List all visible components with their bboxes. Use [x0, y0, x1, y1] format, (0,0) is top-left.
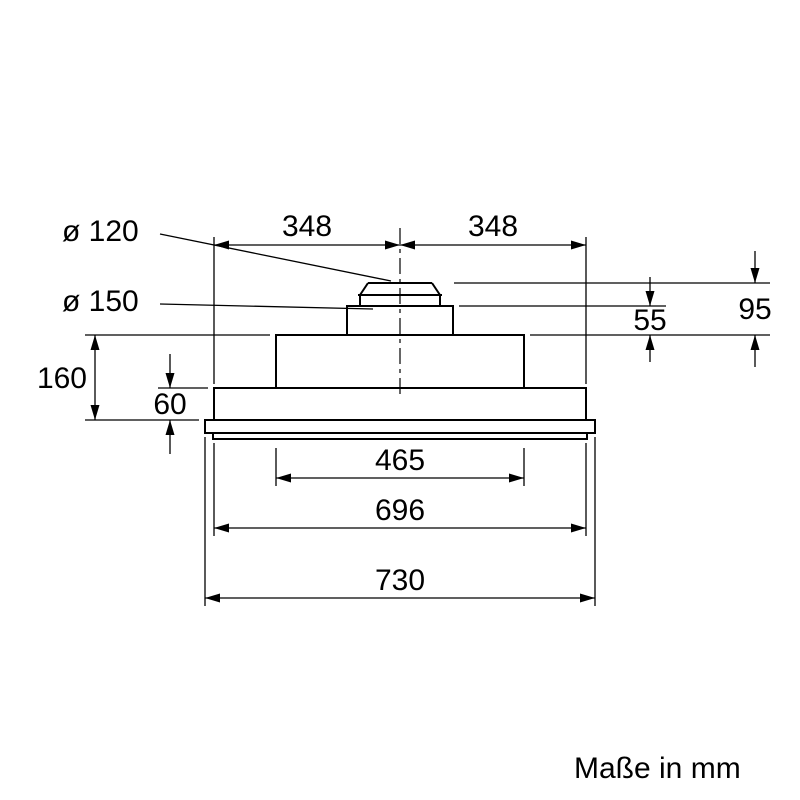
hood-flange	[204, 419, 596, 434]
label-diameter-150: ø 150	[62, 285, 139, 318]
leader-lines	[159, 233, 392, 310]
label-60: 60	[153, 388, 186, 421]
units-note: Maße in mm	[574, 752, 741, 785]
dimension-labels: ø 120 ø 150 348 348 55 95 160 60 465 696…	[37, 210, 772, 597]
arrowheads	[90, 240, 760, 603]
label-730: 730	[375, 564, 425, 597]
leader-dia-150	[159, 303, 374, 310]
label-348-right: 348	[468, 210, 518, 243]
label-55: 55	[633, 304, 666, 337]
hood-bottom-lip	[212, 432, 588, 440]
hood-outline	[204, 282, 596, 440]
label-160: 160	[37, 362, 87, 395]
label-696: 696	[375, 494, 425, 527]
label-348-left: 348	[282, 210, 332, 243]
leader-dia-120	[159, 233, 392, 282]
label-465: 465	[375, 444, 425, 477]
label-95: 95	[738, 293, 771, 326]
label-diameter-120: ø 120	[62, 215, 139, 248]
extension-lines	[85, 237, 770, 606]
